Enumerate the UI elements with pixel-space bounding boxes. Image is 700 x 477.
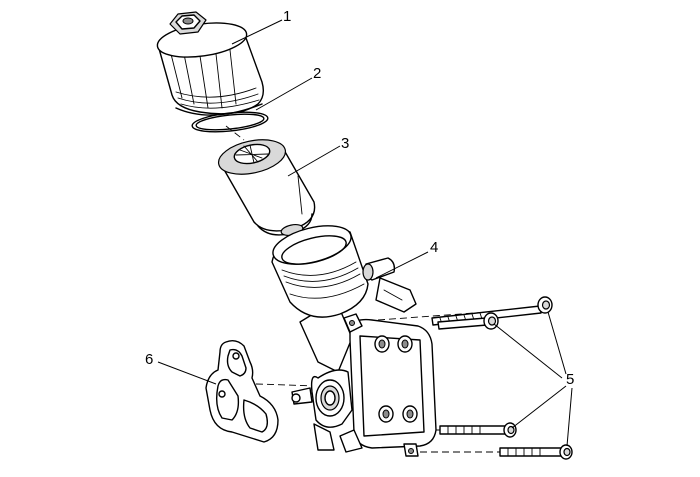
leader-line-1 xyxy=(231,19,283,45)
leader-line-6 xyxy=(157,361,217,385)
bolt-bottom xyxy=(499,444,573,460)
leader-line-3 xyxy=(287,145,341,177)
callout-1: 1 xyxy=(283,8,292,25)
leader-line-5a xyxy=(547,311,567,375)
leader-line-4 xyxy=(375,251,429,279)
callout-2: 2 xyxy=(313,65,322,82)
leader-line-5d xyxy=(566,387,573,447)
oil-filter-element xyxy=(217,139,316,236)
o-ring-seal xyxy=(191,111,269,133)
leader-line-5b xyxy=(493,323,563,379)
callout-5: 5 xyxy=(566,371,575,388)
callout-4: 4 xyxy=(430,239,439,256)
assembly-axis-line xyxy=(225,125,245,141)
housing-gasket xyxy=(205,339,279,443)
gasket-axis-line xyxy=(255,383,319,387)
leader-line-5c xyxy=(511,385,567,429)
callout-3: 3 xyxy=(341,135,350,152)
callout-6: 6 xyxy=(145,351,154,368)
oil-filter-housing xyxy=(271,225,437,457)
mounting-bolts xyxy=(431,296,573,460)
leader-line-2 xyxy=(255,77,313,111)
bolt-lower xyxy=(439,422,517,438)
oil-filter-cap xyxy=(156,11,265,116)
